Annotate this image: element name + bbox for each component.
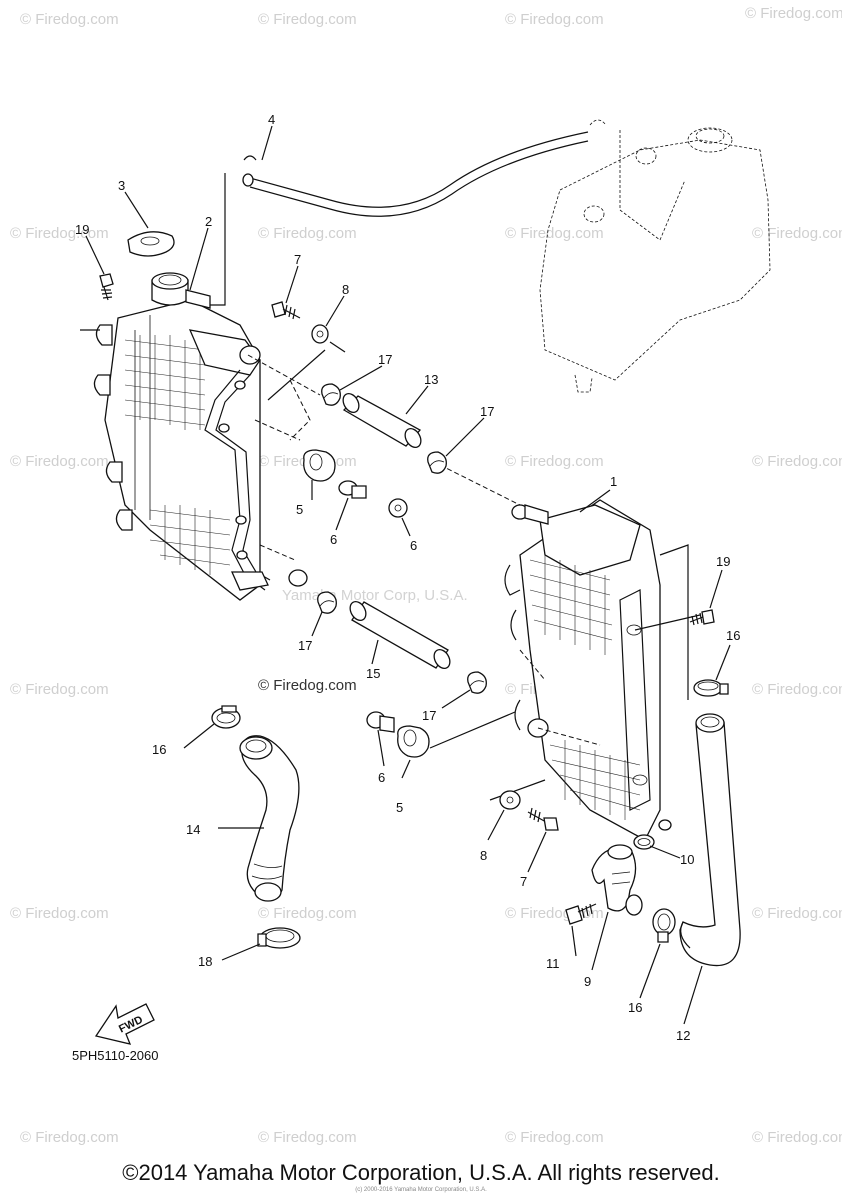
bolt-7-bottom [527, 807, 559, 831]
bolt-11 [565, 903, 597, 925]
watermark: © Firedog.com [258, 225, 357, 242]
callout-5-bottom: 5 [396, 800, 403, 815]
clamp-17c [317, 591, 337, 614]
watermark: © Firedog.com [505, 453, 604, 470]
hose-15 [349, 601, 451, 669]
callout-2: 2 [205, 214, 212, 229]
callout-3: 3 [118, 178, 125, 193]
clamp-17a [321, 383, 341, 406]
callout-15: 15 [366, 666, 380, 681]
pipe-9 [591, 844, 643, 916]
clamp-16-left [211, 705, 241, 729]
callout-17-d: 17 [422, 708, 436, 723]
callout-17-b: 17 [480, 404, 494, 419]
collar-6-top [338, 480, 367, 499]
callouts: 4 3 2 19 7 8 17 13 17 1 5 6 6 19 16 17 1… [75, 112, 740, 1043]
callout-6-top: 6 [330, 532, 337, 547]
radiator-cap [127, 231, 175, 257]
watermark: © Firedog.com [752, 905, 842, 922]
reservoir-tank [539, 119, 771, 393]
bolt-19-left [99, 273, 114, 301]
clamp-17d [467, 671, 487, 694]
watermark: © Firedog.com [505, 225, 604, 242]
hose-13 [342, 393, 422, 448]
callout-16-left: 16 [152, 742, 166, 757]
callout-9: 9 [584, 974, 591, 989]
watermark: © Firedog.com [10, 225, 109, 242]
clamp-18 [257, 927, 301, 949]
callout-6-bottom: 6 [378, 770, 385, 785]
watermark: © Firedog.com [258, 905, 357, 922]
watermark: © Firedog.com [10, 453, 109, 470]
bolt-19-right [689, 609, 715, 626]
grommet-5-top [303, 449, 336, 482]
watermark: © Firedog.com [745, 5, 842, 22]
diagram-code: 5PH5110-2060 [72, 1048, 159, 1063]
washer-8-top [311, 324, 329, 344]
grommet-5-bottom [397, 725, 430, 758]
watermark: © Firedog.com [20, 11, 119, 28]
callout-13: 13 [424, 372, 438, 387]
callout-4: 4 [268, 112, 275, 127]
callout-10: 10 [680, 852, 694, 867]
callout-5-top: 5 [296, 502, 303, 517]
hose-14 [239, 735, 300, 902]
callout-16-lower-right: 16 [628, 1000, 642, 1015]
watermark: © Firedog.com [752, 453, 842, 470]
callout-16-right-top: 16 [726, 628, 740, 643]
watermark: © Firedog.com [258, 11, 357, 28]
o-ring-10 [633, 834, 655, 850]
right-radiator [504, 499, 701, 841]
watermark: © Firedog.com [258, 1129, 357, 1146]
watermark-center: © Firedog.com [258, 677, 357, 694]
overflow-hose [205, 131, 589, 306]
left-radiator [80, 272, 308, 601]
watermark: © Firedog.com [20, 1129, 119, 1146]
callout-12: 12 [676, 1028, 690, 1043]
callout-19-right: 19 [716, 554, 730, 569]
callout-11: 11 [546, 956, 560, 971]
watermark: © Firedog.com [10, 905, 109, 922]
clamp-16-lower-right [652, 908, 676, 943]
callout-6-washer: 6 [410, 538, 417, 553]
washer-6-top [388, 498, 408, 518]
washer-8-bottom [499, 790, 521, 810]
callout-8-bottom: 8 [480, 848, 487, 863]
watermark-layer: © Firedog.com © Firedog.com © Firedog.co… [10, 5, 842, 1146]
watermark: © Firedog.com [505, 11, 604, 28]
callout-17-c: 17 [298, 638, 312, 653]
hose-12 [679, 713, 741, 967]
watermark: © Firedog.com [752, 1129, 842, 1146]
watermark: © Firedog.com [752, 681, 842, 698]
callout-7-bottom: 7 [520, 874, 527, 889]
fwd-arrow-icon: FWD [94, 1003, 155, 1045]
bolt-7-top [271, 301, 301, 320]
clamp-17b [427, 451, 447, 474]
clamp-16-right-top [693, 679, 729, 697]
callout-18: 18 [198, 954, 212, 969]
collar-6-bottom [366, 711, 395, 733]
callout-14: 14 [186, 822, 200, 837]
callout-19-left: 19 [75, 222, 89, 237]
watermark: © Firedog.com [752, 225, 842, 242]
callout-17-a: 17 [378, 352, 392, 367]
small-note: (c) 2000-2016 Yamaha Motor Corporation, … [355, 1187, 487, 1193]
copyright-notice: ©2014 Yamaha Motor Corporation, U.S.A. A… [122, 1160, 720, 1185]
watermark: © Firedog.com [505, 1129, 604, 1146]
callout-7-top: 7 [294, 252, 301, 267]
watermark-yamaha: Yamaha Motor Corp, U.S.A. [282, 587, 468, 604]
callout-8-top: 8 [342, 282, 349, 297]
watermark: © Firedog.com [10, 681, 109, 698]
callout-1: 1 [610, 474, 617, 489]
